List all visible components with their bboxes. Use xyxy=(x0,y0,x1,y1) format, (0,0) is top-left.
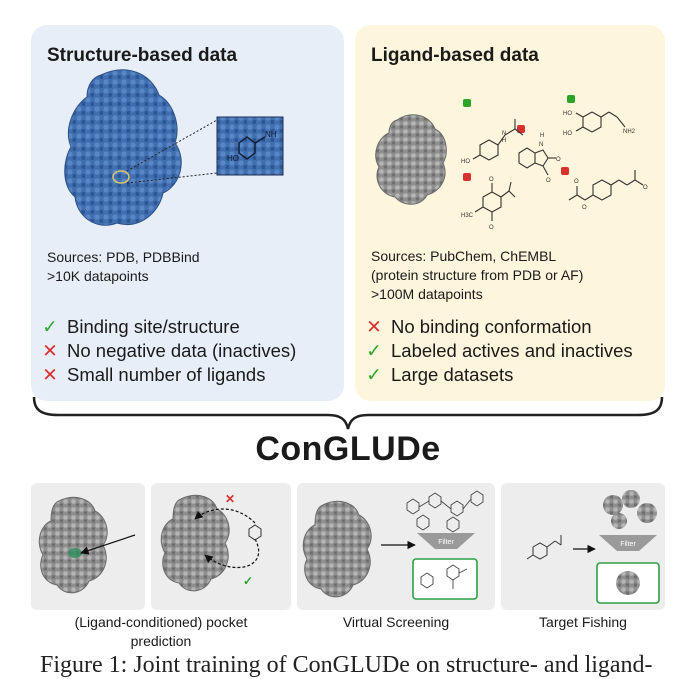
ligand-feature-text: Large datasets xyxy=(391,364,514,385)
active-marker xyxy=(567,95,575,103)
molecule-quinone xyxy=(474,181,516,221)
protein-surface-blue xyxy=(64,69,182,226)
pocket-prediction-illustration-a xyxy=(38,496,136,594)
binding-site-marker xyxy=(112,170,130,184)
ligand-panel-title: Ligand-based data xyxy=(371,45,539,66)
structure-feature-2: ✕ No negative data (inactives) xyxy=(41,339,296,363)
ligand-sources: Sources: PubChem, ChEMBL (protein struct… xyxy=(371,248,584,302)
structure-feature-3: ✕ Small number of ligands xyxy=(41,363,296,387)
structure-features: ✓ Binding site/structure ✕ No negative dat… xyxy=(41,315,296,387)
cross-icon: ✕ xyxy=(225,492,235,506)
quinone-h3c: H3C xyxy=(461,213,474,219)
inactive-marker xyxy=(517,125,525,133)
pocket-prediction-card-b: ✕ ✓ xyxy=(151,483,291,610)
paracetamol-n: N xyxy=(502,131,506,137)
structure-feature-1: ✓ Binding site/structure xyxy=(41,315,296,339)
inset-nh-label: NH xyxy=(265,130,277,139)
ligand-feature-text: No binding conformation xyxy=(391,316,592,337)
dopamine-ho2: HO xyxy=(563,131,572,137)
ligand-based-panel: Ligand-based data HO N H H N O xyxy=(355,25,665,401)
structure-feature-text: Binding site/structure xyxy=(67,316,240,337)
structure-panel-title: Structure-based data xyxy=(47,45,238,66)
ligand-feature-3: ✓ Large datasets xyxy=(365,363,633,387)
conglude-title: ConGLUDe xyxy=(255,430,441,468)
paracetamol-h: H xyxy=(502,138,506,144)
ligand-feature-1: ✕ No binding conformation xyxy=(365,315,633,339)
filter-funnel-icon xyxy=(417,533,475,549)
structure-based-panel: Structure-based data NH HO Sources: PDB,… xyxy=(31,25,344,401)
target-fishing-label: Target Fishing xyxy=(539,614,627,630)
molecule-isatin xyxy=(518,147,556,176)
protein-surface-gray xyxy=(375,114,447,205)
inactive-marker xyxy=(463,173,471,181)
filter-funnel-icon xyxy=(599,535,657,551)
ligand-feature-text: Labeled actives and inactives xyxy=(391,340,633,361)
molecule-paracetamol xyxy=(472,119,524,161)
selected-ligands-box xyxy=(412,558,478,600)
cross-icon: ✕ xyxy=(366,316,382,337)
paracetamol-ho: HO xyxy=(461,159,470,165)
curly-brace xyxy=(32,396,664,430)
quinone-o2: O xyxy=(489,225,494,231)
target-fishing-illustration: Filter xyxy=(526,490,660,604)
isatin-o1: O xyxy=(556,157,561,163)
isatin-o2: O xyxy=(546,178,551,184)
binding-site-inset xyxy=(216,116,284,176)
virtual-screening-filter-label: Filter xyxy=(438,539,454,546)
figure-caption: Figure 1: Joint training of ConGLUDe on … xyxy=(40,652,653,678)
inactive-marker xyxy=(561,167,569,175)
ester-o3: O xyxy=(643,185,648,191)
isatin-n: N xyxy=(539,142,543,148)
cross-icon: ✕ xyxy=(42,340,58,361)
target-fishing-card: Filter xyxy=(501,483,665,610)
check-icon: ✓ xyxy=(366,364,382,385)
check-icon: ✓ xyxy=(366,340,382,361)
ester-o2: O xyxy=(574,179,579,185)
pocket-prediction-label: (Ligand-conditioned) pocket prediction xyxy=(74,614,248,649)
check-icon: ✓ xyxy=(42,316,58,337)
structure-illustration: NH HO xyxy=(64,69,284,226)
pocket-prediction-card-a xyxy=(31,483,145,610)
ligand-feature-2: ✓ Labeled actives and inactives xyxy=(365,339,633,363)
isatin-h: H xyxy=(540,133,544,139)
ester-o1: O xyxy=(582,205,587,211)
virtual-screening-label: Virtual Screening xyxy=(342,614,450,630)
virtual-screening-card: Filter xyxy=(297,483,495,610)
ligand-illustration: HO N H H N O O HO HO NH2 xyxy=(375,95,648,231)
structure-feature-text: No negative data (inactives) xyxy=(67,340,297,361)
structure-feature-text: Small number of ligands xyxy=(67,364,266,385)
molecule-dopamine xyxy=(575,111,626,133)
quinone-o1: O xyxy=(489,177,494,183)
inset-ho-label: HO xyxy=(227,154,239,163)
dopamine-ho1: HO xyxy=(563,111,572,117)
virtual-screening-illustration: Filter xyxy=(302,490,484,600)
check-icon: ✓ xyxy=(243,574,253,588)
structure-sources: Sources: PDB, PDBBind >10K datapoints xyxy=(47,249,200,284)
active-marker xyxy=(463,99,471,107)
target-fishing-filter-label: Filter xyxy=(620,541,636,548)
ligand-features: ✕ No binding conformation ✓ Labeled active… xyxy=(365,315,633,387)
molecule-ester xyxy=(568,170,644,201)
cross-icon: ✕ xyxy=(42,364,58,385)
dopamine-nh2: NH2 xyxy=(623,129,636,135)
pocket-prediction-illustration-b: ✕ ✓ xyxy=(160,492,262,592)
